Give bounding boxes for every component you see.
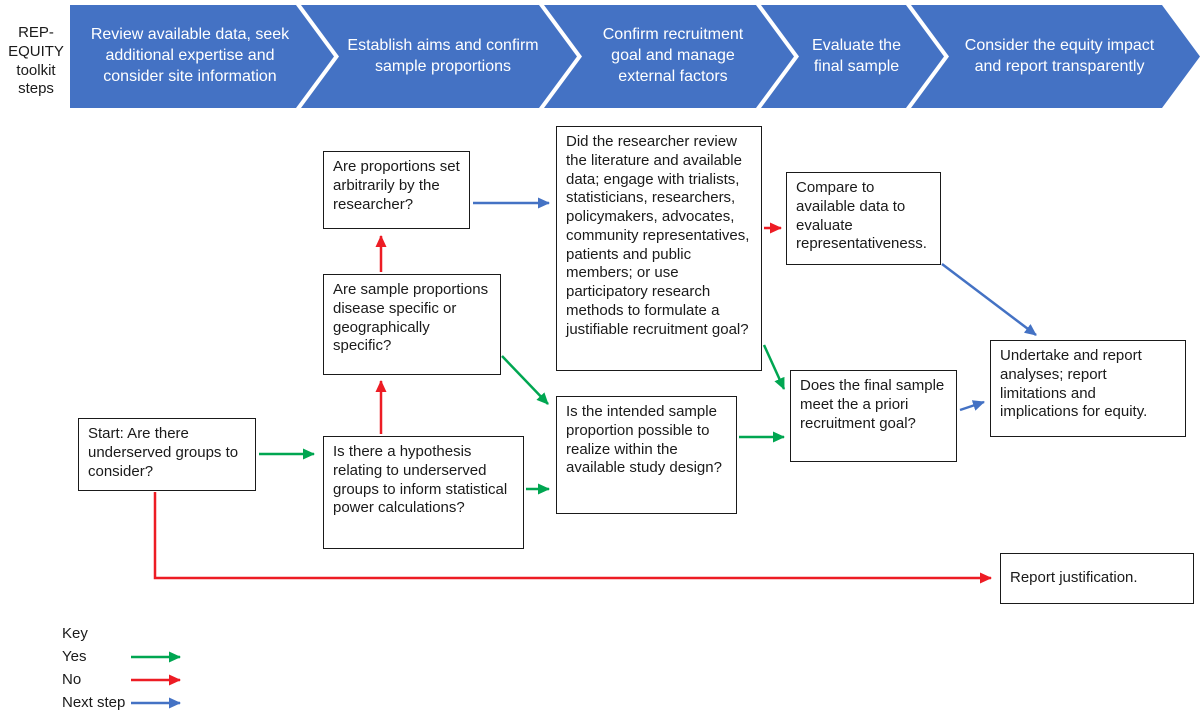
- legend: Key Yes No Next step: [62, 622, 194, 712]
- banner-step-5: Consider the equity impact and report tr…: [911, 5, 1200, 108]
- flow-node-arbitrary-proportions: Are proportions set arbitrarily by the r…: [323, 151, 470, 229]
- yes-arrow-icon: [131, 651, 181, 662]
- legend-title: Key: [62, 625, 88, 642]
- flow-node-final-sample: Does the final sample meet the a priori …: [790, 370, 957, 462]
- arrow-yes-researcher-review-to-final-sample: [762, 344, 786, 390]
- legend-item-no: No: [62, 668, 194, 691]
- flow-node-compare-data: Compare to available data to evaluate re…: [786, 172, 941, 265]
- legend-label-no: No: [62, 671, 82, 688]
- flow-node-undertake-report: Undertake and report analyses; report li…: [990, 340, 1186, 437]
- banner-step-2: Establish aims and confirm sample propor…: [301, 5, 577, 108]
- no-arrow-icon: [131, 674, 181, 685]
- legend-label-yes: Yes: [62, 648, 87, 665]
- banner-side-label: REP-EQUITY toolkit steps: [8, 24, 64, 98]
- legend-item-yes: Yes: [62, 645, 194, 668]
- flow-node-intended-sample: Is the intended sample proportion possib…: [556, 396, 737, 514]
- banner-step-1: Review available data, seek additional e…: [70, 5, 334, 108]
- legend-item-next-step: Next step: [62, 691, 194, 712]
- flow-node-sample-proportions: Are sample proportions disease specific …: [323, 274, 501, 375]
- arrow-next-final-sample-to-undertake: [959, 400, 985, 412]
- flow-node-report-justification: Report justification.: [1000, 553, 1194, 604]
- banner-step-3: Confirm recruitment goal and manage exte…: [544, 5, 794, 108]
- legend-label-next-step: Next step: [62, 694, 126, 711]
- flow-node-researcher-review: Did the researcher review the literature…: [556, 126, 762, 371]
- arrow-yes-sample-proportions-to-intended-sample: [501, 355, 549, 405]
- next-step-arrow-icon: [131, 697, 181, 708]
- flow-node-start: Start: Are there underserved groups to c…: [78, 418, 256, 491]
- flow-node-hypothesis: Is there a hypothesis relating to unders…: [323, 436, 524, 549]
- arrow-next-compare-to-undertake: [941, 263, 1037, 336]
